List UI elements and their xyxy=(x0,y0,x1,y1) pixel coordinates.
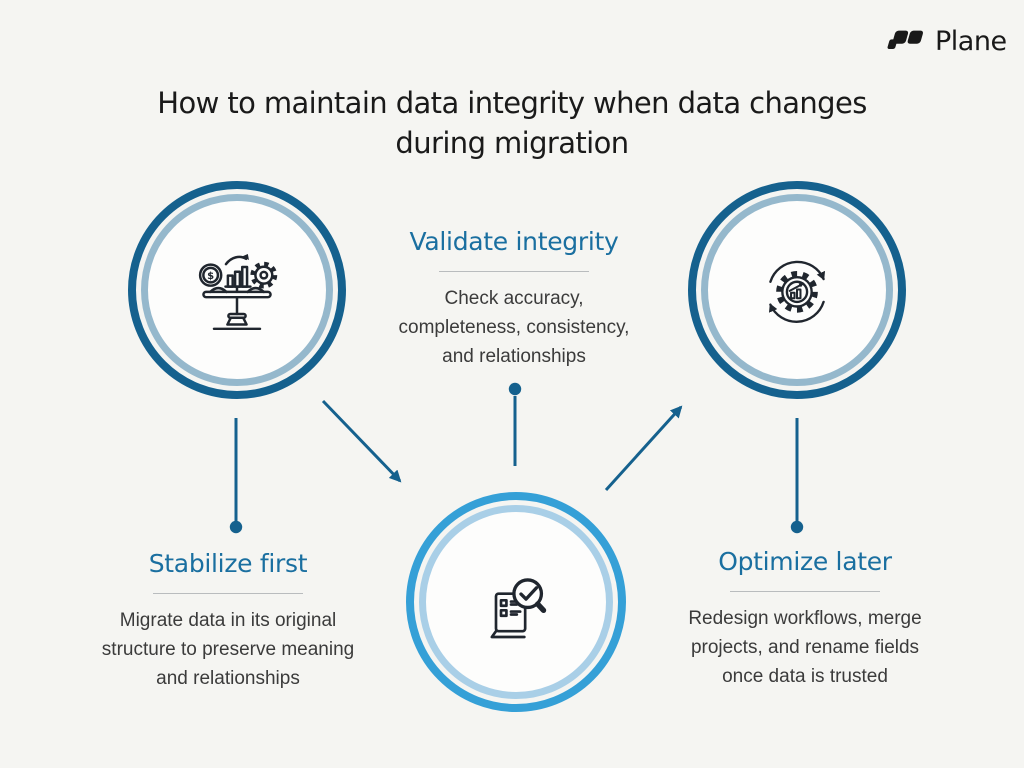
circle-optimize-inner xyxy=(701,194,893,386)
step-validate-label: Validate integrity Check accuracy, compl… xyxy=(364,226,664,371)
step-optimize-label: Optimize later Redesign workflows, merge… xyxy=(655,546,955,691)
svg-text:$: $ xyxy=(207,271,214,282)
circle-optimize xyxy=(688,181,906,399)
step-validate-body: Check accuracy, completeness, consistenc… xyxy=(364,284,664,371)
page-title: How to maintain data integrity when data… xyxy=(0,83,1024,163)
plane-logo-mark-icon xyxy=(887,30,923,49)
page-title-line-1: How to maintain data integrity when data… xyxy=(157,86,867,120)
arrow-validate-to-optimize xyxy=(604,405,683,492)
circle-stabilize: $ xyxy=(128,181,346,399)
step-validate-heading: Validate integrity xyxy=(409,227,619,256)
step-optimize-body-line-2: projects, and rename fields xyxy=(690,637,920,658)
arrow-stabilize-to-validate xyxy=(321,399,402,483)
connector-optimize-pin xyxy=(790,418,804,534)
divider xyxy=(439,271,589,272)
step-stabilize-heading: Stabilize first xyxy=(148,549,308,578)
circle-validate-inner xyxy=(419,505,613,699)
step-optimize-body: Redesign workflows, merge projects, and … xyxy=(655,604,955,691)
connector-validate-pin xyxy=(508,382,522,466)
circle-validate xyxy=(406,492,626,712)
connector-stabilize-pin xyxy=(229,418,243,534)
step-validate-body-line-1: Check accuracy, xyxy=(444,288,584,309)
divider xyxy=(153,593,303,594)
step-stabilize-body-line-3: and relationships xyxy=(156,668,300,689)
step-optimize-body-line-3: once data is trusted xyxy=(722,666,888,687)
step-validate-body-line-2: completeness, consistency, xyxy=(398,317,630,338)
divider xyxy=(730,591,880,592)
brand-logo: Plane xyxy=(884,26,1007,57)
step-optimize-heading: Optimize later xyxy=(718,547,892,576)
step-stabilize-body: Migrate data in its original structure t… xyxy=(78,606,378,693)
brand-name: Plane xyxy=(935,26,1007,57)
document-check-search-icon xyxy=(490,578,547,639)
balance-scale-icon: $ xyxy=(198,253,278,331)
step-validate-body-line-3: and relationships xyxy=(442,346,586,367)
step-stabilize-body-line-2: structure to preserve meaning xyxy=(101,639,355,660)
step-stabilize-body-line-1: Migrate data in its original xyxy=(119,610,337,631)
circle-stabilize-inner: $ xyxy=(141,194,333,386)
step-stabilize-label: Stabilize first Migrate data in its orig… xyxy=(78,548,378,693)
step-optimize-body-line-1: Redesign workflows, merge xyxy=(688,608,922,629)
gear-sync-icon xyxy=(768,260,826,323)
page-title-line-2: during migration xyxy=(395,126,629,160)
